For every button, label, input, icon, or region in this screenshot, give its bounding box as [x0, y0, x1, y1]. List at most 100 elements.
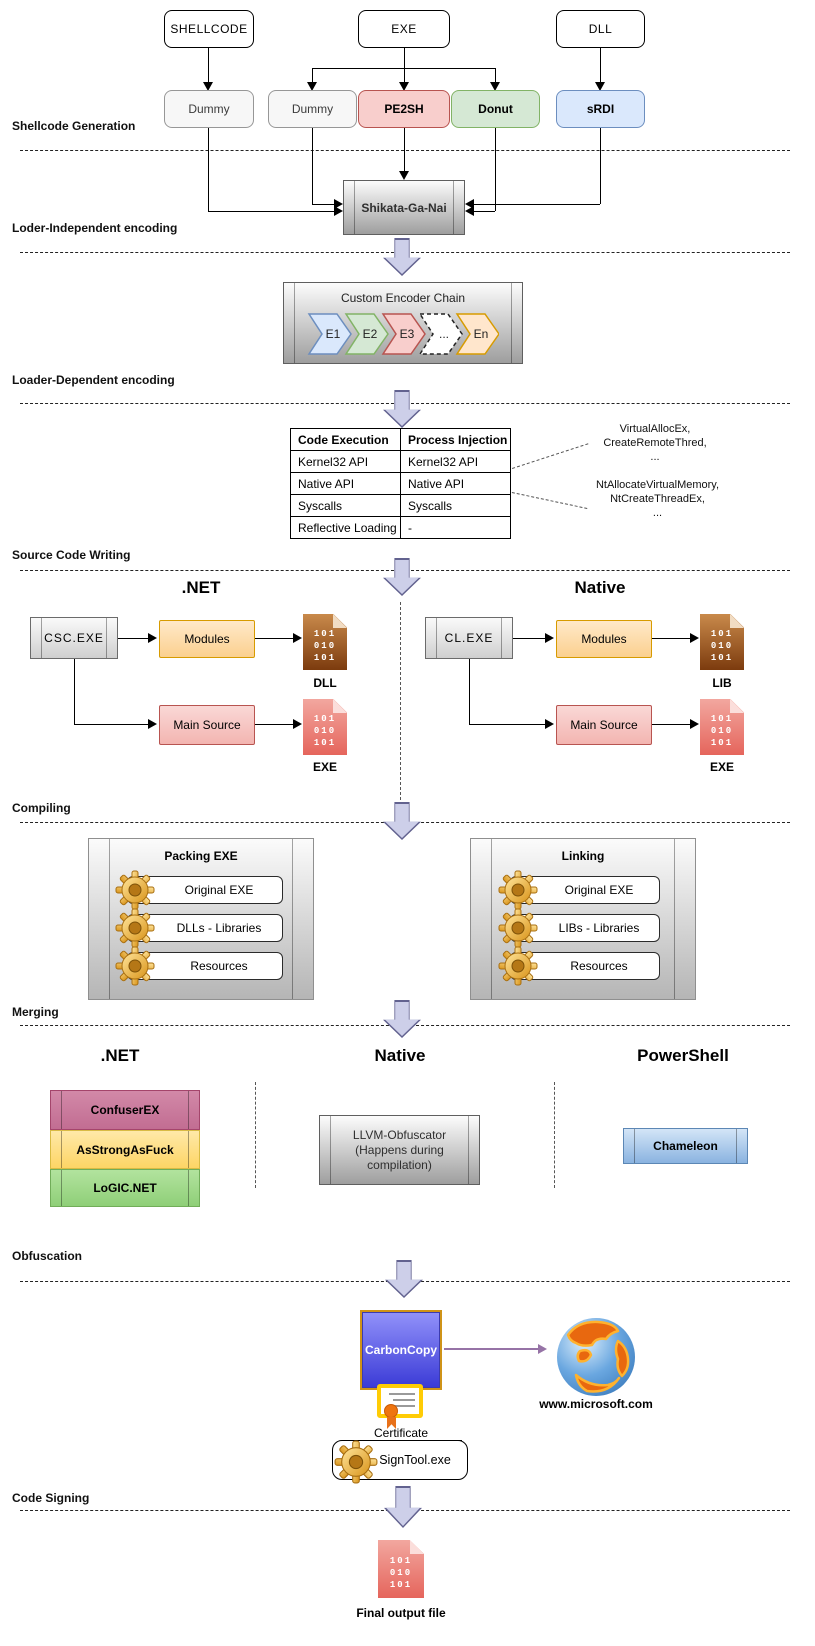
node-csc-exe-label: CSC.EXE: [44, 631, 104, 645]
linking-title: Linking: [561, 849, 605, 863]
gear-icon: [498, 946, 538, 986]
arrowhead-icon: [293, 719, 302, 729]
arrowhead-icon: [334, 206, 343, 216]
node-chameleon-label: Chameleon: [653, 1139, 718, 1153]
final-output-label: Final output file: [356, 1606, 446, 1620]
node-pe2sh: PE2SH: [358, 90, 450, 128]
section-label-shellcode-generation: Shellcode Generation: [12, 119, 136, 133]
arrowhead-icon: [307, 82, 317, 91]
node-donut: Donut: [451, 90, 540, 128]
arrowhead-icon: [334, 199, 343, 209]
heading-dotnet: .NET: [181, 578, 221, 597]
item-label: LIBs - Libraries: [558, 921, 640, 935]
file-icon-exe-native: 101 010 101: [700, 699, 744, 755]
chevron-e1-label: E1: [326, 327, 341, 341]
node-dummy-2: Dummy: [268, 90, 357, 128]
node-chameleon: Chameleon: [623, 1128, 748, 1164]
table-row: Syscalls Syscalls: [290, 494, 511, 517]
section-label-merging: Merging: [12, 1005, 59, 1019]
connector-line: [469, 659, 470, 725]
connector-line: [469, 724, 545, 725]
chevron-e3: [381, 313, 426, 355]
binary-text: 101 010 101: [710, 629, 734, 663]
table-row: Code Execution Process Injection: [290, 428, 511, 451]
gear-icon: [498, 908, 538, 948]
chevron-ellipsis: [418, 313, 463, 355]
section-label-code-signing: Code Signing: [12, 1491, 90, 1505]
node-dll-label: DLL: [588, 22, 613, 36]
cell: Syscalls: [400, 494, 511, 517]
arrowhead-icon: [293, 633, 302, 643]
node-exe-label: EXE: [391, 22, 417, 36]
certificate-seal: [384, 1404, 398, 1418]
flow-arrow-down-icon: [384, 1486, 422, 1528]
node-pe2sh-label: PE2SH: [384, 102, 424, 116]
col-header-process-injection: Process Injection: [400, 428, 511, 451]
section-label-loder-independent-encoding: Loder-Independent encoding: [12, 221, 178, 235]
node-net-main-source: Main Source: [159, 705, 255, 745]
page-fold: [410, 1540, 424, 1554]
node-native-modules-label: Modules: [581, 632, 627, 646]
node-donut-label: Donut: [478, 102, 513, 116]
section-label-obfuscation: Obfuscation: [12, 1249, 83, 1263]
connector-line: [208, 128, 209, 211]
column-divider: [255, 1082, 256, 1188]
cell: Syscalls: [290, 494, 401, 517]
item-label: Resources: [570, 959, 628, 973]
node-dummy-1: Dummy: [164, 90, 254, 128]
packing-item-dlls: DLLs - Libraries: [127, 914, 283, 942]
node-llvm-obfuscator: LLVM-Obfuscator (Happens during compilat…: [319, 1115, 480, 1185]
encoder-chevrons: E1 E2 E3 ... En: [307, 313, 499, 355]
heading-native: Native: [574, 578, 626, 597]
binary-text: 101 010 101: [313, 629, 337, 663]
node-shikata-label: Shikata-Ga-Nai: [361, 200, 447, 215]
globe-icon: [556, 1317, 636, 1397]
file-label-dll: DLL: [313, 676, 337, 690]
arrowhead-icon: [465, 199, 474, 209]
page-fold: [730, 699, 744, 713]
item-label: Resources: [190, 959, 248, 973]
flow-arrow-down-icon: [383, 1000, 421, 1038]
arrowhead-icon: [148, 633, 157, 643]
node-cl-exe: CL.EXE: [425, 617, 513, 659]
connector-line: [474, 211, 495, 212]
obfuscation-heading-native: Native: [374, 1046, 426, 1065]
connector-line: [74, 724, 148, 725]
binary-text: 101 010 101: [389, 1556, 413, 1590]
section-label-compiling: Compiling: [12, 801, 71, 815]
certificate-icon: [377, 1384, 423, 1429]
chevron-e1: [307, 313, 352, 355]
connector-line: [312, 128, 313, 204]
arrowhead-icon: [203, 82, 213, 91]
section-divider: [20, 150, 790, 151]
table-row: Native API Native API: [290, 472, 511, 495]
annotation-kernel32-apis: VirtualAllocEx, CreateRemoteThred, ...: [603, 423, 707, 463]
table-row: Kernel32 API Kernel32 API: [290, 450, 511, 473]
node-net-main-source-label: Main Source: [173, 718, 241, 732]
section-label-loader-dependent-encoding: Loader-Dependent encoding: [12, 373, 175, 387]
arrowhead-icon: [690, 633, 699, 643]
packing-title: Packing EXE: [164, 849, 238, 863]
gear-icon: [115, 908, 155, 948]
section-label-source-code-writing: Source Code Writing: [12, 548, 131, 562]
binary-text: 101 010 101: [710, 714, 734, 748]
connector-line: [208, 211, 335, 212]
connector-line: [652, 638, 690, 639]
cell: Reflective Loading: [290, 516, 401, 539]
encoder-chain-title: Custom Encoder Chain: [340, 291, 466, 305]
chevron-en: [455, 313, 499, 355]
node-logic-net-label: LoGIC.NET: [93, 1181, 157, 1195]
node-signtool-label: SignTool.exe: [379, 1453, 451, 1467]
flow-arrow-down-icon: [383, 558, 421, 596]
arrowhead-icon: [399, 171, 409, 180]
connector-line: [312, 68, 495, 69]
node-net-modules: Modules: [159, 620, 255, 658]
node-carboncopy: CarbonCopy: [360, 1310, 442, 1390]
arrowhead-icon: [545, 633, 554, 643]
connector-line: [444, 1348, 538, 1350]
connector-line: [495, 68, 496, 84]
api-table: Code Execution Process Injection Kernel3…: [290, 428, 511, 539]
connector-line: [208, 48, 209, 84]
arrowhead-icon: [545, 719, 554, 729]
